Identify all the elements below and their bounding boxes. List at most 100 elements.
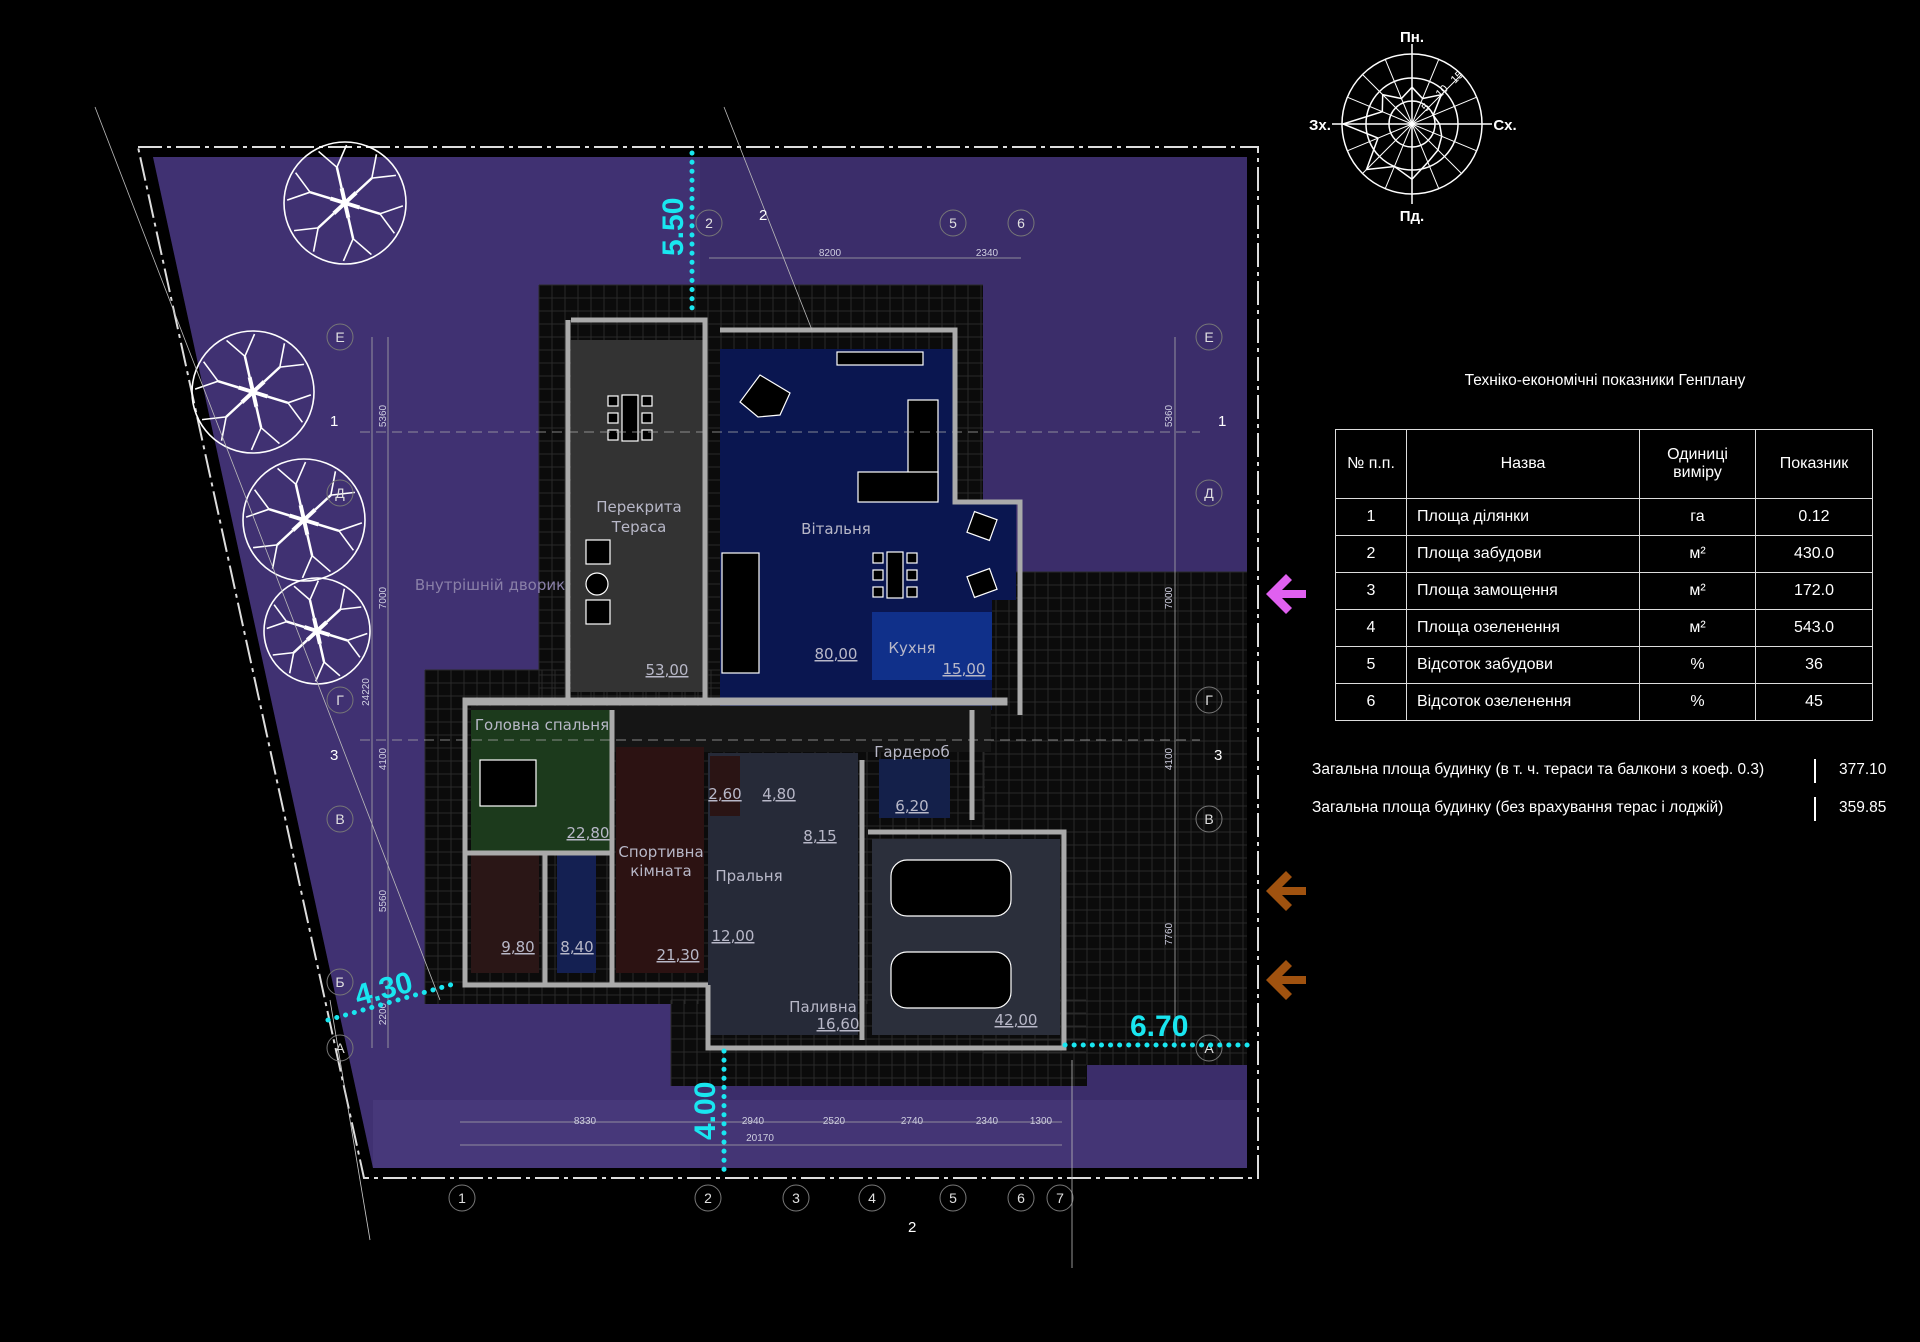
axis-label: Г: [1205, 692, 1213, 708]
wind-rose-south: Пд.: [1400, 208, 1424, 225]
dim-bottom-2: 2940: [742, 1116, 765, 1127]
axis-label: В: [335, 811, 344, 827]
wind-rose-polygon: [1340, 86, 1443, 181]
cell-unit: м²: [1639, 609, 1756, 647]
dim-left-2: 7000: [378, 586, 389, 609]
cell-name: Площа забудови: [1406, 535, 1640, 573]
dim-right-1: 5360: [1164, 404, 1175, 427]
dim-right-4: 7760: [1164, 922, 1175, 945]
wind-rose-ring-5: 5: [1420, 101, 1433, 114]
header-value: Показник: [1755, 429, 1873, 499]
cell-unit: м²: [1639, 535, 1756, 573]
axis-bubble: 1: [448, 1184, 476, 1212]
dim-bottom-total: 20170: [746, 1133, 774, 1144]
dim-top-2: 2340: [976, 248, 999, 259]
tree-icon: [191, 330, 315, 454]
walls: [462, 317, 1067, 1051]
dim-left-total: 24220: [361, 678, 372, 706]
axis-bubble: Д: [326, 479, 354, 507]
axis-bubble: Е: [1195, 323, 1223, 351]
room-area-kitchen: 15,00: [943, 660, 986, 678]
dimension-texts: 8330 2940 2520 2740 2340 1300 20170 8200…: [361, 248, 1175, 1144]
cell-value: 430.0: [1755, 535, 1873, 573]
room-area-wc: 2,60: [708, 785, 741, 803]
dim-left-1: 5360: [378, 404, 389, 427]
setback-lines: [325, 150, 1252, 1176]
summary-separator: [1814, 797, 1816, 821]
wind-rose-ring-15: 15: [1449, 69, 1466, 86]
axis-bubble: 3: [782, 1184, 810, 1212]
cell-value: 0.12: [1755, 498, 1873, 536]
courtyard-label: Внутрішній дворик: [415, 576, 565, 594]
room-name-laundry: Пральня: [715, 867, 782, 885]
axis-label: В: [1204, 811, 1213, 827]
room-area-bathroom: 9,80: [501, 938, 534, 956]
axis-bubble: 2: [694, 1184, 722, 1212]
setback-bottom: 4.00: [689, 1082, 722, 1140]
table-title: Техніко-економічні показники Генплану: [1464, 372, 1746, 389]
header-unit: Одиниці виміру: [1639, 429, 1756, 499]
section-1-right: 1: [1218, 413, 1226, 430]
axis-bubble: Д: [1195, 479, 1223, 507]
axis-bubble: Б: [326, 968, 354, 996]
axis-bubble: 5: [939, 1184, 967, 1212]
axis-label: А: [335, 1040, 345, 1056]
axis-label: Д: [1204, 485, 1214, 501]
axis-label: 1: [458, 1190, 466, 1206]
cell-name: Відсоток забудови: [1406, 646, 1640, 684]
room-name-living: Вітальня: [801, 520, 871, 538]
cell-number: 2: [1335, 535, 1407, 573]
wind-rose-west: Зх.: [1309, 117, 1331, 134]
axis-label: Б: [335, 974, 344, 990]
header-name: Назва: [1406, 429, 1640, 499]
dressing-room: [557, 853, 596, 973]
summary-line: Загальна площа будинку (без врахування т…: [1312, 797, 1892, 823]
cell-unit: %: [1639, 646, 1756, 684]
axis-bubble: 2: [695, 209, 723, 237]
room-name-wardrobe: Гардероб: [874, 743, 949, 761]
cell-value: 45: [1755, 683, 1873, 721]
room-area-dressing: 8,40: [560, 938, 593, 956]
axis-label: 5: [949, 215, 957, 231]
table-header: № п.п. Назва Одиниці виміру Показник: [1335, 429, 1873, 499]
dim-left-3: 4100: [378, 747, 389, 770]
axis-bubble: Г: [1195, 686, 1223, 714]
axis-bubble: А: [1195, 1034, 1223, 1062]
summary-line: Загальна площа будинку (в т. ч. тераси т…: [1312, 759, 1892, 785]
header-number: № п.п.: [1335, 429, 1407, 499]
room-name-terrace-2: Тераса: [611, 518, 667, 536]
room-area-laundry: 12,00: [712, 927, 755, 945]
room-name-sport: Спортивна: [618, 843, 703, 861]
dim-bottom-5: 2340: [976, 1116, 999, 1127]
section-markers: 1 1 2 2 3 3: [330, 207, 1226, 1236]
axis-label: 2: [704, 1190, 712, 1206]
cell-number: 4: [1335, 609, 1407, 647]
cell-unit: м²: [1639, 572, 1756, 610]
cell-name: Відсоток озеленення: [1406, 683, 1640, 721]
sport-room: [616, 747, 704, 973]
room-area-storage: 4,80: [762, 785, 795, 803]
tree-icon: [242, 458, 366, 582]
room-area-wardrobe: 6,20: [895, 797, 928, 815]
axis-label: 2: [705, 215, 713, 231]
pedestrian-entry-arrow-icon: [1266, 574, 1306, 614]
section-3-right: 3: [1214, 747, 1222, 764]
furniture: [479, 351, 1012, 1009]
dim-left-4: 5560: [378, 889, 389, 912]
axis-label: 6: [1017, 215, 1025, 231]
tree-icon: [283, 141, 407, 265]
car-entry-arrow-icon: [1266, 960, 1306, 1000]
lawn-shade-bottom: [373, 1100, 1247, 1168]
room-name-kitchen: Кухня: [888, 639, 935, 657]
dim-bottom-1: 8330: [574, 1116, 597, 1127]
room-area-terrace: 53,00: [646, 661, 689, 679]
axis-bubble: 6: [1007, 209, 1035, 237]
cell-unit: %: [1639, 683, 1756, 721]
trees: [191, 141, 407, 685]
cell-value: 543.0: [1755, 609, 1873, 647]
dim-bottom-6: 1300: [1030, 1116, 1053, 1127]
axis-label: А: [1204, 1040, 1214, 1056]
